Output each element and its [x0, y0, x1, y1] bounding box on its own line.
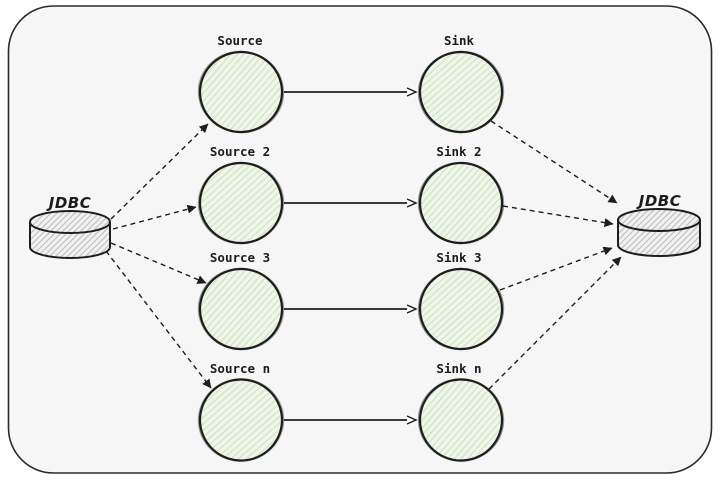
- sink-node-3: Sink 3: [417, 250, 505, 351]
- cylinder-top: [617, 208, 701, 232]
- sink-label-2: Sink 2: [436, 144, 481, 159]
- sink-circle: [418, 267, 504, 351]
- cylinder-top: [29, 210, 111, 234]
- source-circle: [198, 378, 284, 462]
- source-label-n: Source n: [210, 361, 270, 376]
- source-node-2: Source 2: [197, 144, 285, 245]
- edge-jdbc-source-1: [110, 123, 209, 220]
- jdbc-left-label: JDBC: [46, 194, 91, 212]
- edge-sink-jdbc-n: [488, 256, 622, 390]
- edges-jdbc-to-sources: [105, 123, 212, 389]
- source-circle: [198, 50, 284, 134]
- source-node-3: Source 3: [197, 250, 285, 351]
- sink-node-1: Sink: [417, 33, 505, 134]
- jdbc-right-label: JDBC: [636, 192, 681, 210]
- source-circle: [198, 161, 284, 245]
- sink-node-2: Sink 2: [417, 144, 505, 245]
- edges-source-to-sink: [284, 87, 418, 425]
- diagram-frame: [7, 5, 713, 474]
- sink-label-1: Sink: [444, 33, 475, 48]
- sink-circle: [418, 161, 504, 245]
- sink-label-n: Sink n: [436, 361, 481, 376]
- edge-jdbc-source-n: [105, 250, 212, 389]
- source-node-1: Source: [197, 33, 285, 134]
- edge-sink-jdbc-1: [490, 120, 618, 204]
- edge-sink-jdbc-3: [499, 246, 613, 291]
- sink-node-n: Sink n: [417, 361, 505, 462]
- source-label-2: Source 2: [210, 144, 270, 159]
- source-label-1: Source: [217, 33, 263, 48]
- edge-sink-jdbc-2: [502, 205, 614, 228]
- source-node-n: Source n: [197, 361, 285, 462]
- jdbc-database-right: JDBC: [617, 192, 701, 257]
- sink-label-3: Sink 3: [436, 250, 481, 265]
- sink-circle: [418, 50, 504, 134]
- sink-circle: [418, 378, 504, 462]
- source-label-3: Source 3: [210, 250, 270, 265]
- source-circle: [198, 267, 284, 351]
- edges-sinks-to-jdbc: [488, 120, 622, 390]
- jdbc-database-left: JDBC: [29, 194, 111, 259]
- edge-jdbc-source-3: [110, 242, 207, 284]
